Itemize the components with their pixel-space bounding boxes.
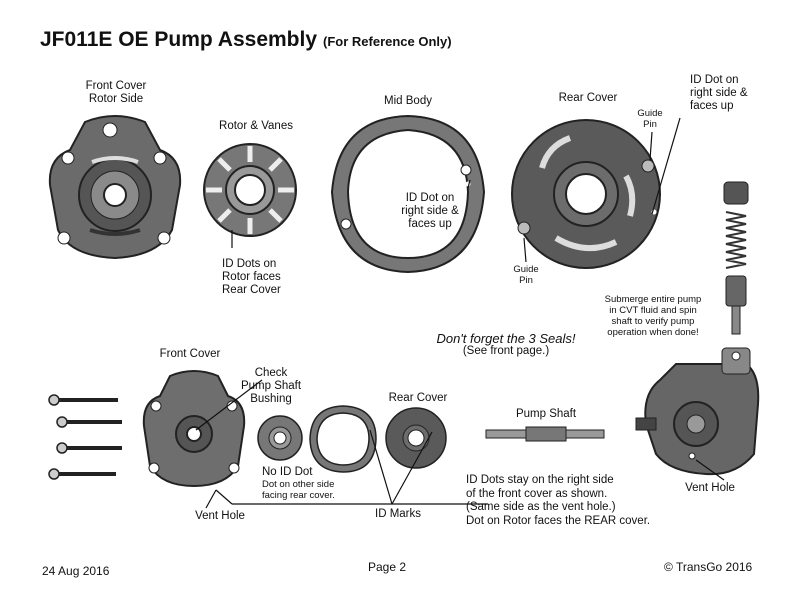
title-note: (For Reference Only)	[323, 34, 452, 49]
assembled-pump-image	[635, 347, 760, 476]
label-vent-hole-right: Vent Hole	[685, 482, 735, 494]
label-pump-shaft: Pump Shaft	[515, 408, 577, 420]
rotor-vanes-image	[203, 143, 297, 237]
footer-page: Page 2	[368, 560, 407, 574]
label-id-note: ID Dots stay on the right side of the fr…	[466, 474, 651, 527]
footer-date: 24 Aug 2016	[42, 564, 110, 578]
small-rear-cover-image	[385, 407, 447, 469]
label-id-dots-rotor: ID Dots on Rotor faces Rear Cover	[222, 258, 281, 296]
pump-shaft-image	[485, 426, 605, 442]
page-title: JF011E OE Pump Assembly(For Reference On…	[40, 28, 452, 51]
label-guide-pin-bottom: Guide Pin	[513, 264, 539, 286]
front-cover-rotor-side-image	[48, 115, 182, 260]
label-mid-body: Mid Body	[384, 95, 432, 107]
label-submerge: Submerge entire pump in CVT fluid and sp…	[604, 294, 702, 338]
footer-copyright: © TransGo 2016	[664, 560, 753, 574]
bolts-image	[48, 394, 122, 480]
label-rear-cover-bottom: Rear Cover	[388, 392, 448, 404]
label-seals: Don't forget the 3 Seals! (See front pag…	[436, 331, 576, 357]
label-no-id-dot: No ID Dot Dot on other side facing rear …	[262, 466, 335, 501]
label-vent-hole-left: Vent Hole	[195, 510, 245, 522]
label-check-bushing: Check Pump Shaft Bushing	[240, 367, 302, 405]
label-front-cover: Front Cover	[159, 348, 221, 360]
label-rear-cover-top: Rear Cover	[558, 92, 618, 104]
plug-spring-image	[723, 181, 749, 335]
small-mid-body-image	[309, 405, 377, 473]
small-rotor-image	[257, 415, 303, 461]
mid-body-image	[330, 114, 486, 274]
label-front-cover-rotor-side: Front Cover Rotor Side	[85, 80, 147, 105]
label-rotor-vanes: Rotor & Vanes	[219, 120, 293, 132]
label-id-marks: ID Marks	[375, 508, 421, 520]
label-guide-pin-top: Guide Pin	[637, 108, 663, 130]
label-id-dot-mid: ID Dot on right side & faces up	[401, 192, 459, 230]
label-id-dot-rear: ID Dot on right side & faces up	[690, 74, 748, 112]
rear-cover-image	[511, 119, 661, 269]
